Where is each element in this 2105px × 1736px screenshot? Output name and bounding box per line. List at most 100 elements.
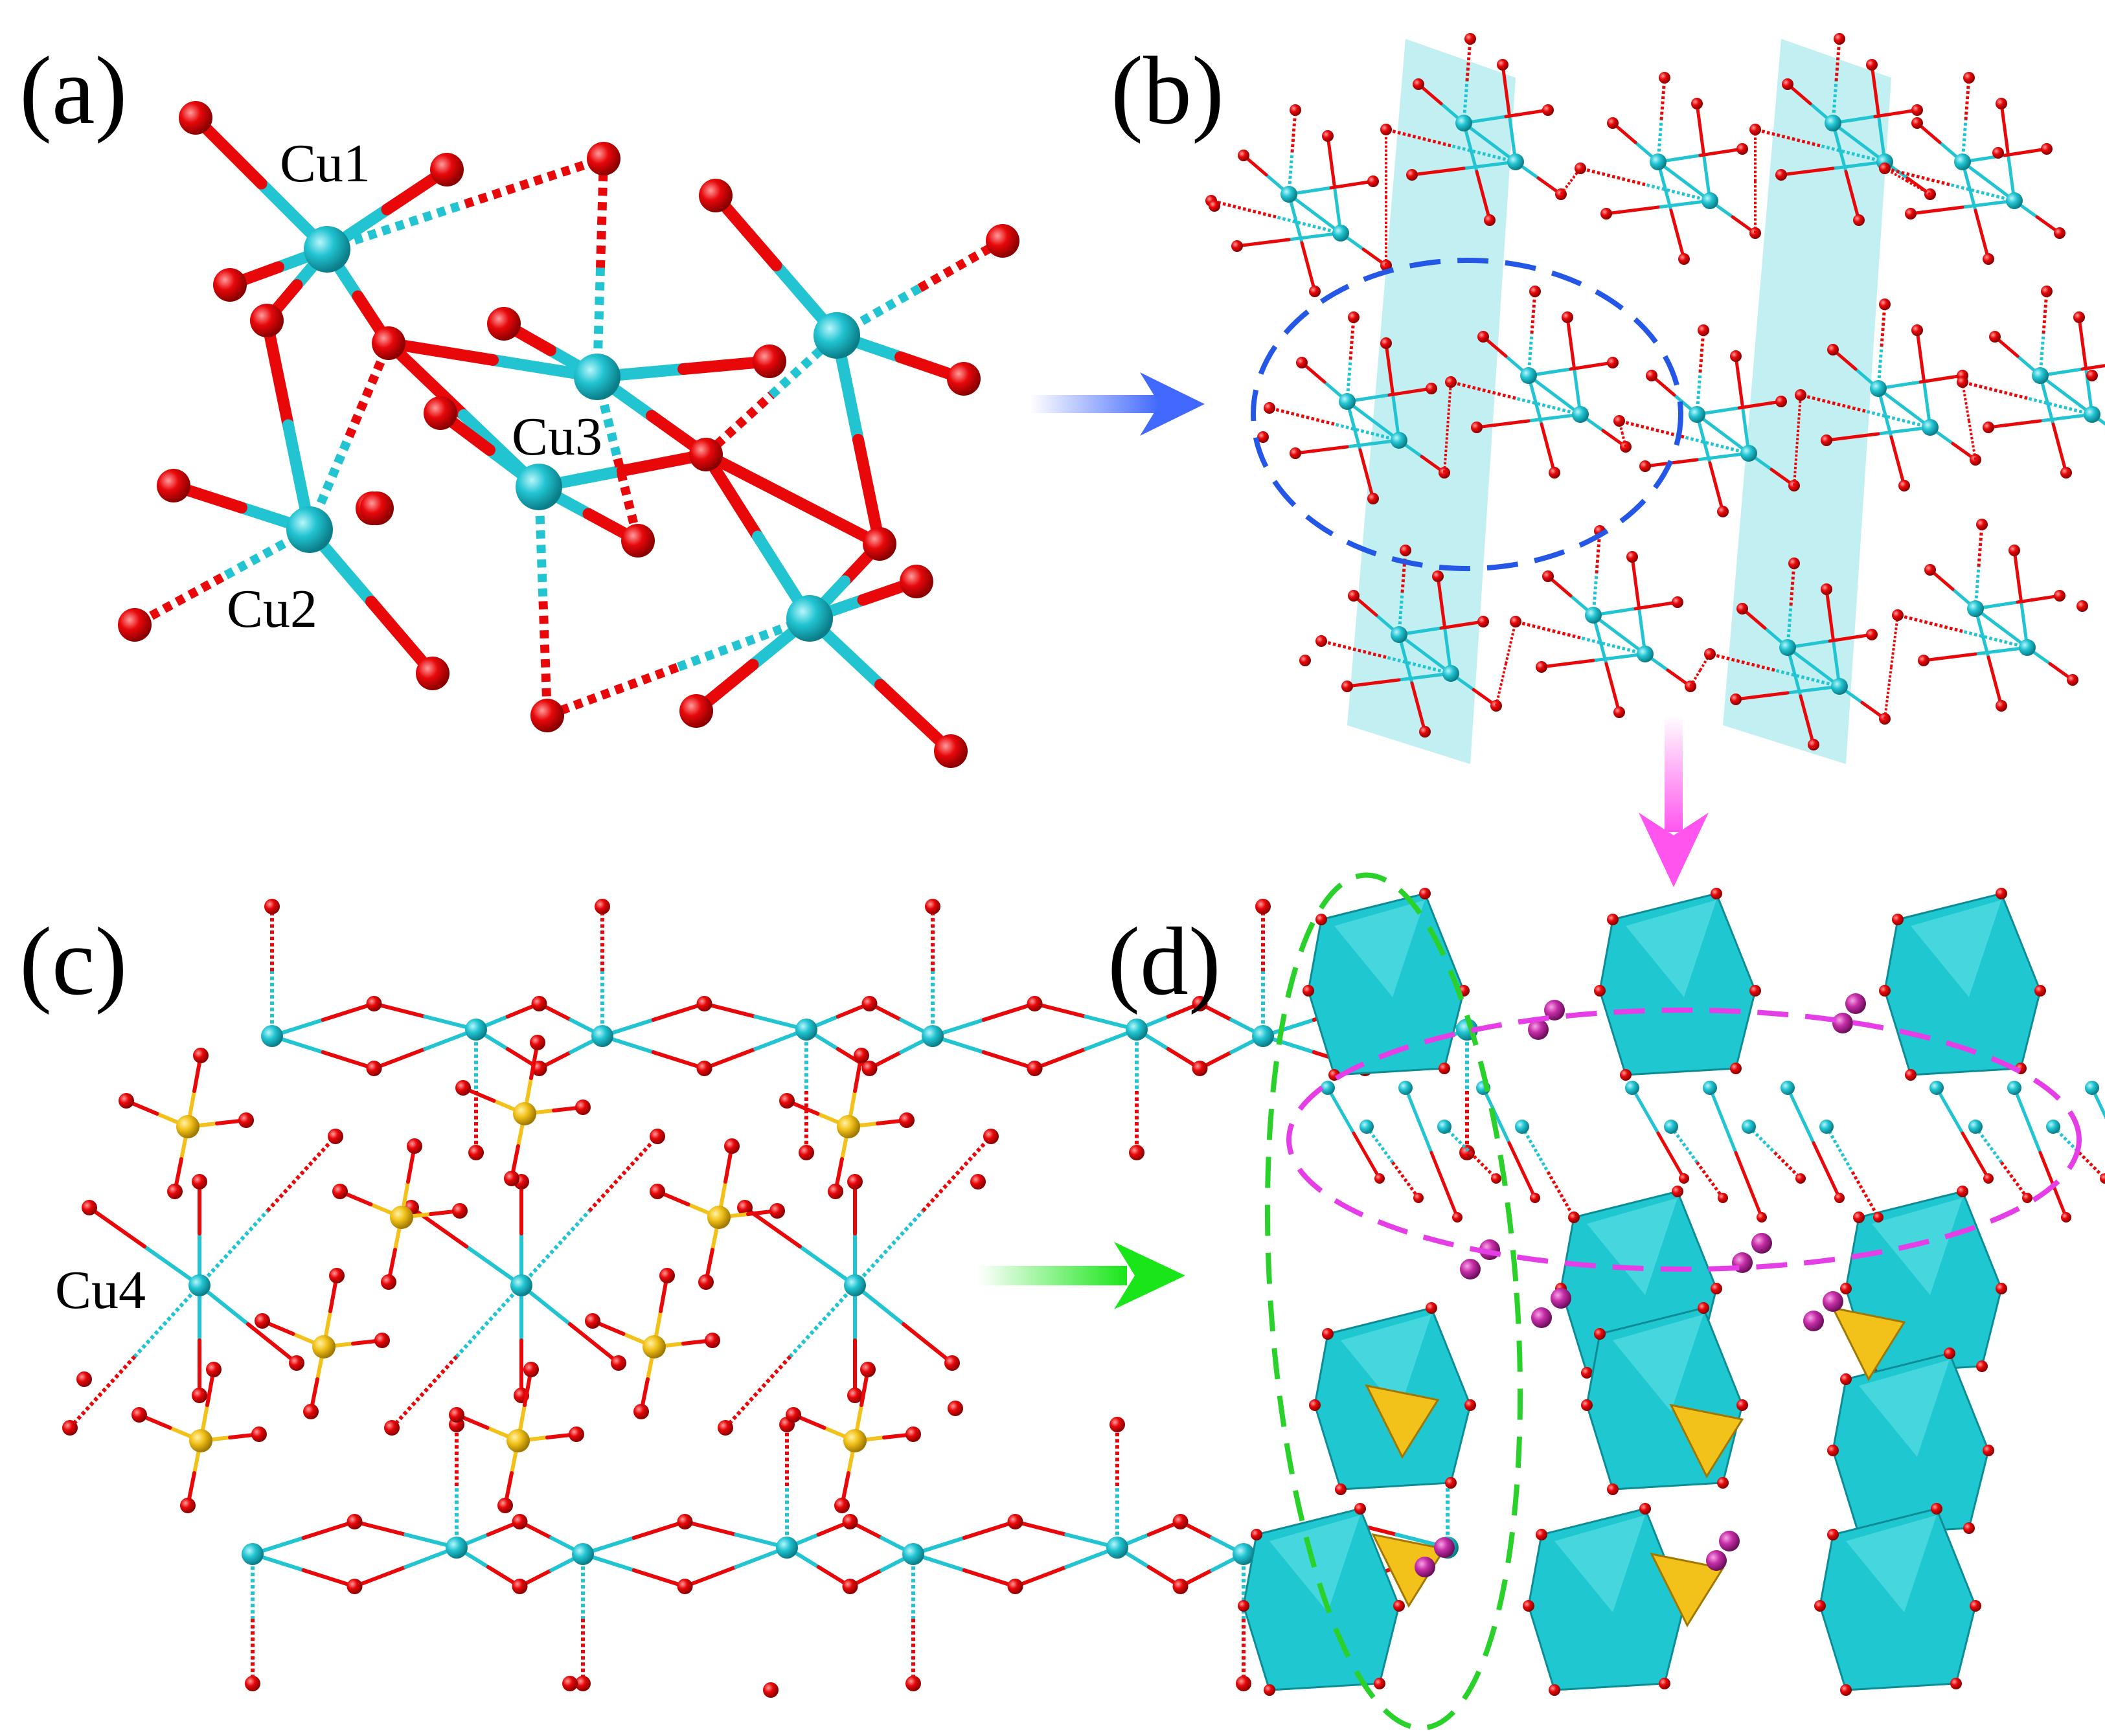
copper-atom <box>2046 1120 2060 1134</box>
oxygen-atom <box>1007 1579 1023 1594</box>
oxygen-atom <box>1970 1600 1981 1612</box>
bond <box>372 1002 427 1019</box>
oxygen-atom <box>1607 914 1619 925</box>
oxygen-atom <box>1976 519 1988 530</box>
oxygen-atom <box>1659 1678 1670 1689</box>
oxygen-atom <box>1698 324 1709 336</box>
oxygen-atom <box>372 326 405 360</box>
oxygen-atom <box>1581 1399 1593 1411</box>
bond <box>1560 180 1572 196</box>
bond <box>1630 1086 1660 1135</box>
bond <box>902 1322 954 1365</box>
oxygen-atom <box>679 694 713 728</box>
oxygen-atom <box>1464 33 1476 45</box>
bond <box>1604 662 1621 714</box>
oxygen-atom <box>1007 1514 1023 1529</box>
oxygen-atom <box>842 1579 858 1594</box>
bond <box>1604 205 1660 216</box>
oxygen-atom <box>595 899 610 914</box>
bond <box>1515 396 1581 416</box>
oxygen-atom <box>947 362 981 396</box>
oxygen-atom <box>497 1498 513 1513</box>
potassium-atom <box>1719 1531 1740 1551</box>
potassium-atom <box>1460 1259 1481 1279</box>
bond <box>1287 231 1343 242</box>
oxygen-atom <box>1607 357 1619 368</box>
oxygen-atom <box>255 1313 270 1329</box>
bond <box>538 601 552 716</box>
bond <box>1962 380 2028 400</box>
oxygen-atom <box>1626 551 1638 563</box>
octahedron-face <box>1613 1314 1703 1412</box>
oxygen-atom <box>289 1355 304 1371</box>
potassium-atom <box>1803 1311 1824 1331</box>
copper-atom <box>1106 1537 1128 1559</box>
oxygen-atom <box>659 1268 675 1283</box>
copper-atom <box>786 595 833 642</box>
bond <box>68 1355 137 1430</box>
bond <box>853 1209 925 1287</box>
oxygen-atom <box>487 307 521 341</box>
bond <box>1669 209 1686 261</box>
oxygen-atom <box>1775 396 1787 407</box>
oxygen-atom <box>585 1313 600 1329</box>
bond <box>1999 1161 2029 1199</box>
bond <box>1348 317 1356 360</box>
bond <box>981 1002 1037 1022</box>
oxygen-atom <box>1639 460 1651 472</box>
oxygen-atom <box>1459 1145 1475 1160</box>
copper-atom <box>1967 600 1984 617</box>
copper-atom <box>446 1537 468 1559</box>
bond <box>1443 427 1449 473</box>
bond <box>142 1245 201 1287</box>
bond <box>1391 1161 1420 1199</box>
oxygen-atom <box>1290 104 1301 116</box>
oxygen-atom <box>1679 1173 1689 1184</box>
copper-atom <box>1740 445 1757 462</box>
copper-atom <box>2007 1081 2021 1095</box>
copper-atom <box>1507 153 1524 170</box>
bond <box>87 1206 146 1248</box>
oxygen-atom <box>677 1514 693 1529</box>
atom-label-cu3: Cu3 <box>512 407 602 467</box>
bond <box>1546 1171 1576 1219</box>
bond <box>2016 594 2062 604</box>
oxygen-atom <box>213 268 247 302</box>
sulfur-atom <box>390 1206 413 1229</box>
bond <box>301 1520 357 1540</box>
bond <box>1695 102 1705 154</box>
bond <box>1961 1131 1990 1180</box>
potassium-atom <box>1832 1013 1853 1033</box>
bond <box>1698 330 1705 373</box>
oxygen-atom <box>689 438 723 471</box>
copper-atom <box>1825 115 1841 131</box>
sulfur-atom <box>506 1429 530 1452</box>
oxygen-atom <box>1749 985 1761 997</box>
oxygen-atom <box>1646 370 1657 381</box>
oxygen-atom <box>1445 1477 1457 1489</box>
oxygen-atom <box>1996 1283 2007 1294</box>
oxygen-atom <box>1730 693 1742 705</box>
oxygen-atom <box>1315 635 1327 647</box>
oxygen-atom <box>1918 655 1929 666</box>
bond <box>683 1565 738 1588</box>
bond <box>1669 1125 1699 1164</box>
bond <box>345 341 393 438</box>
oxygen-atom <box>1530 1193 1540 1203</box>
oxygen-atom <box>948 1401 963 1416</box>
oxygen-atom <box>329 1268 345 1283</box>
panel-label-a: (a) <box>19 37 127 144</box>
oxygen-atom <box>1717 506 1729 517</box>
oxygen-atom <box>925 899 940 914</box>
oxygen-atom <box>430 153 464 186</box>
oxygen-atom <box>238 1112 254 1128</box>
oxygen-atom <box>468 1145 484 1160</box>
oxygen-atom <box>504 1171 519 1186</box>
oxygen-atom <box>1497 59 1508 71</box>
bond <box>1410 681 1427 734</box>
oxygen-atom <box>407 1138 422 1154</box>
oxygen-atom <box>854 1048 869 1063</box>
oxygen-atom <box>1374 1173 1385 1184</box>
bond <box>1397 671 1453 682</box>
